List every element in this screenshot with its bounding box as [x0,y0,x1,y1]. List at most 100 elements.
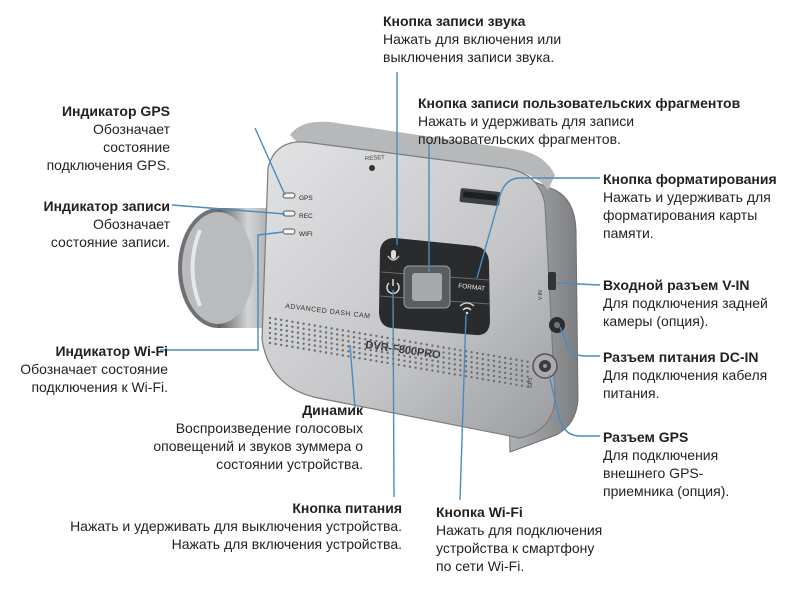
grille-dot [313,329,316,332]
grille-dot [453,353,456,356]
grille-dot [308,338,311,341]
format-title: Кнопка форматирования [603,171,777,187]
user-clip-title: Кнопка записи пользовательских фрагменто… [418,95,741,111]
mic-icon[interactable] [387,250,400,261]
grille-dot [448,362,451,365]
callout-v-in: Входной разъем V-IN Для подключения задн… [603,276,768,330]
grille-dot [442,366,445,369]
grille-dot [364,357,367,361]
grille-dot [403,339,406,342]
grille-dot [319,335,322,338]
grille-dot [453,373,456,376]
grille-dot [526,370,529,373]
grille-dot [492,379,496,383]
grille-dot [364,347,367,351]
gps-led-title: Индикатор GPS [61,103,170,119]
grille-dot [352,331,356,334]
grille-dot [352,341,356,344]
grille-dot [274,317,277,321]
grille-dot [330,332,333,335]
grille-dot [324,351,328,354]
grille-dot [324,326,328,329]
grille-dot [364,352,367,356]
grille-dot [408,350,412,353]
grille-dot [492,369,496,373]
grille-dot [324,331,328,334]
grille-dot [352,356,356,359]
grille-dot [515,373,518,376]
grille-dot [515,378,518,381]
grille-dot [324,346,328,349]
grille-dot [380,355,384,359]
grille-dot [414,346,417,349]
grille-dot [408,340,412,343]
grille-dot [442,361,445,364]
grille-dot [425,353,428,356]
grille-dot [375,334,378,338]
wifi-button-title: Кнопка Wi-Fi [436,504,523,520]
grille-dot [291,340,294,343]
grille-dot [420,357,423,360]
grille-dot [425,368,428,371]
grille-dot [285,334,288,338]
grille-dot [280,333,283,337]
grille-dot [403,344,406,347]
grille-dot [280,338,283,342]
gps-port-label: GPS [528,377,534,388]
gps-led [282,192,296,199]
grille-dot [341,344,344,347]
grille-dot [459,374,462,377]
grille-dot [268,316,272,320]
grille-dot [336,328,339,331]
grille-dot [442,351,445,354]
grille-dot [431,349,434,352]
grille-dot [492,374,496,378]
grille-dot [492,354,496,358]
wifi-button-icon[interactable] [459,302,475,315]
callout-dc-in: Разъем питания DC-IN Для подключения каб… [603,348,767,402]
grille-dot [291,335,294,338]
grille-dot [375,354,378,358]
grille-dot [347,345,350,348]
rec-led-desc: Обозначает состояние записи. [50,216,170,250]
grille-dot [403,364,406,367]
grille-dot [425,363,428,366]
grille-dot [403,359,406,362]
device-top-face [290,121,555,190]
grille-dot [431,369,434,372]
wifi-led-label: WIFI [299,231,313,238]
grille-dot [386,356,389,360]
grille-dot [397,348,400,352]
grille-dot [448,352,451,355]
grille-dot [336,348,339,351]
user-clip-desc: Нажать и удерживать для записи пользоват… [418,113,635,147]
grille-dot [453,348,456,351]
grille-dot [324,341,328,344]
grille-dot [280,318,283,322]
grille-dot [414,351,417,354]
grille-dot [285,329,288,333]
callout-power-button: Кнопка питания Нажать и удерживать для в… [2,499,402,553]
grille-dot [302,332,305,335]
grille-dot [476,376,479,380]
callout-user-clip-button: Кнопка записи пользовательских фрагменто… [418,94,740,148]
grille-dot [341,349,344,352]
grille-dot [397,338,400,342]
grille-dot [386,346,389,350]
reset-label: RESET [365,155,386,162]
grille-dot [408,355,412,358]
grille-dot [352,346,356,349]
grille-dot [313,334,316,337]
grille-dot [291,325,294,328]
grille-dot [358,332,361,335]
grille-dot [330,327,333,330]
grille-dot [274,337,277,341]
grille-dot [504,371,507,375]
grille-dot [285,339,288,343]
grille-dot [498,365,501,369]
grille-dot [358,352,361,355]
grille-dot [520,369,524,372]
grille-dot [397,358,400,362]
grille-dot [313,339,316,342]
grille-dot [386,341,389,345]
